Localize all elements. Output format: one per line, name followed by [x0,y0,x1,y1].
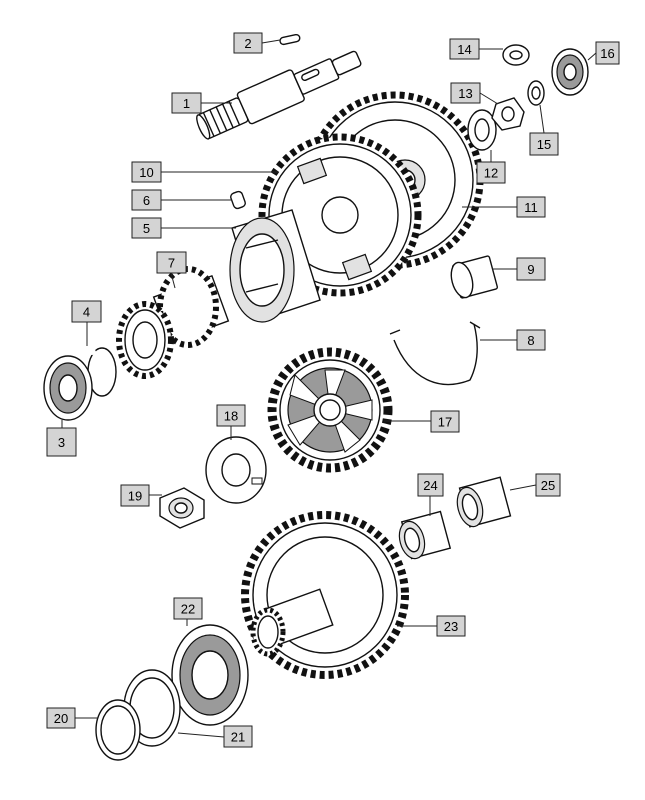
callout-4: 4 [71,300,102,323]
callout-21: 21 [223,725,253,748]
part-shaft [196,50,362,140]
callout-label: 12 [484,166,498,181]
part-ring-21 [123,669,181,747]
callout-12: 12 [476,161,506,184]
callout-label: 14 [457,42,471,57]
callout-label: 19 [128,489,142,504]
callout-label: 15 [537,137,551,152]
callout-label: 20 [54,711,68,726]
callout-19: 19 [120,484,150,507]
part-sleeve-gear [116,266,230,379]
callout-label: 22 [181,602,195,617]
leader-lines [61,39,597,738]
callout-16: 16 [595,41,620,65]
callout-label: 13 [458,86,472,101]
part-pin [230,190,246,210]
part-key [279,33,301,46]
callout-label: 4 [83,305,90,320]
callout-2: 2 [233,32,263,54]
part-bearing-large [171,624,249,726]
callout-11: 11 [516,196,546,218]
callout-22: 22 [173,597,203,620]
callout-label: 16 [600,46,614,61]
part-needle-bearing-25 [456,476,512,528]
callout-15: 15 [529,132,559,156]
part-washer-15 [527,80,545,106]
callout-3: 3 [46,427,77,457]
callout-17: 17 [430,410,460,433]
part-washer-12 [467,109,497,151]
part-nut-13 [491,97,525,131]
callout-label: 1 [183,96,190,111]
part-washer-14 [502,44,530,66]
callout-13: 13 [450,82,481,104]
callout-8: 8 [516,329,546,351]
callout-7: 7 [156,251,187,274]
part-nut [159,487,205,529]
part-lock-washer [205,436,267,504]
callout-label: 24 [423,478,437,493]
callout-label: 5 [143,221,150,236]
callout-label: 23 [444,619,458,634]
callout-24: 24 [417,473,444,497]
callout-9: 9 [516,257,546,281]
part-needle-bearing-24 [398,510,452,560]
callout-20: 20 [46,707,76,729]
callout-label: 3 [58,435,65,450]
callout-label: 11 [524,200,538,215]
callout-23: 23 [436,615,466,637]
callout-10: 10 [131,161,162,183]
callout-18: 18 [216,404,246,427]
part-ring-20 [95,699,141,761]
callout-label: 18 [224,409,238,424]
part-bearing-small [43,355,93,421]
part-clutch-hub [229,209,321,323]
callout-25: 25 [535,473,561,497]
callout-label: 10 [139,165,153,180]
callout-label: 6 [143,193,150,208]
callout-label: 9 [527,262,534,277]
callout-label: 2 [244,36,251,51]
part-bush [450,255,499,299]
callout-6: 6 [131,189,162,211]
callout-label: 17 [438,415,452,430]
part-spring [389,321,481,386]
callout-5: 5 [131,217,162,239]
callout-1: 1 [171,92,202,114]
callout-label: 7 [168,256,175,271]
callout-label: 25 [541,478,555,493]
part-gear-shaft [241,511,409,679]
part-sprocket [267,347,393,473]
callout-14: 14 [449,38,480,60]
callout-label: 21 [231,730,245,745]
part-bearing-16 [551,48,589,96]
callout-label: 8 [527,333,534,348]
